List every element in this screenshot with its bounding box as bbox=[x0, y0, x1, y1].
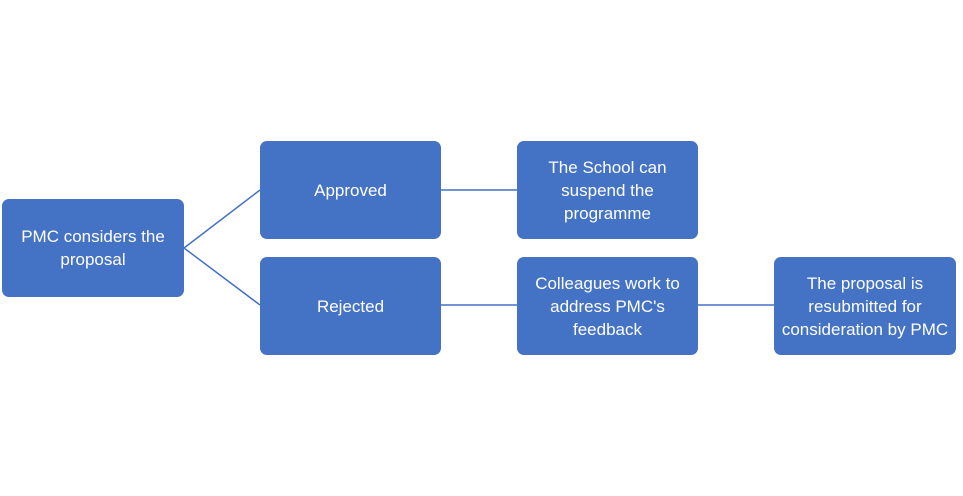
node-approved-label: Approved bbox=[314, 180, 387, 200]
node-rejected-label: Rejected bbox=[316, 296, 385, 316]
node-pmc-considers: PMC considers the proposal bbox=[2, 199, 184, 297]
node-pmc-considers-label: PMC considers the proposal bbox=[21, 227, 165, 269]
node-rejected: Rejected bbox=[260, 257, 441, 355]
node-resubmitted-label: The proposal is resubmitted for consider… bbox=[781, 273, 949, 339]
node-approved: Approved bbox=[260, 141, 441, 239]
node-colleagues-work: Colleagues work to address PMC's feedbac… bbox=[517, 257, 698, 355]
connector-pmc-to-rejected bbox=[183, 247, 261, 306]
connector-pmc-to-approved bbox=[183, 189, 261, 249]
node-resubmitted: The proposal is resubmitted for consider… bbox=[774, 257, 956, 355]
node-colleagues-work-label: Colleagues work to address PMC's feedbac… bbox=[535, 273, 680, 339]
node-school-suspend: The School can suspend the programme bbox=[517, 141, 698, 239]
node-school-suspend-label: The School can suspend the programme bbox=[548, 157, 667, 223]
